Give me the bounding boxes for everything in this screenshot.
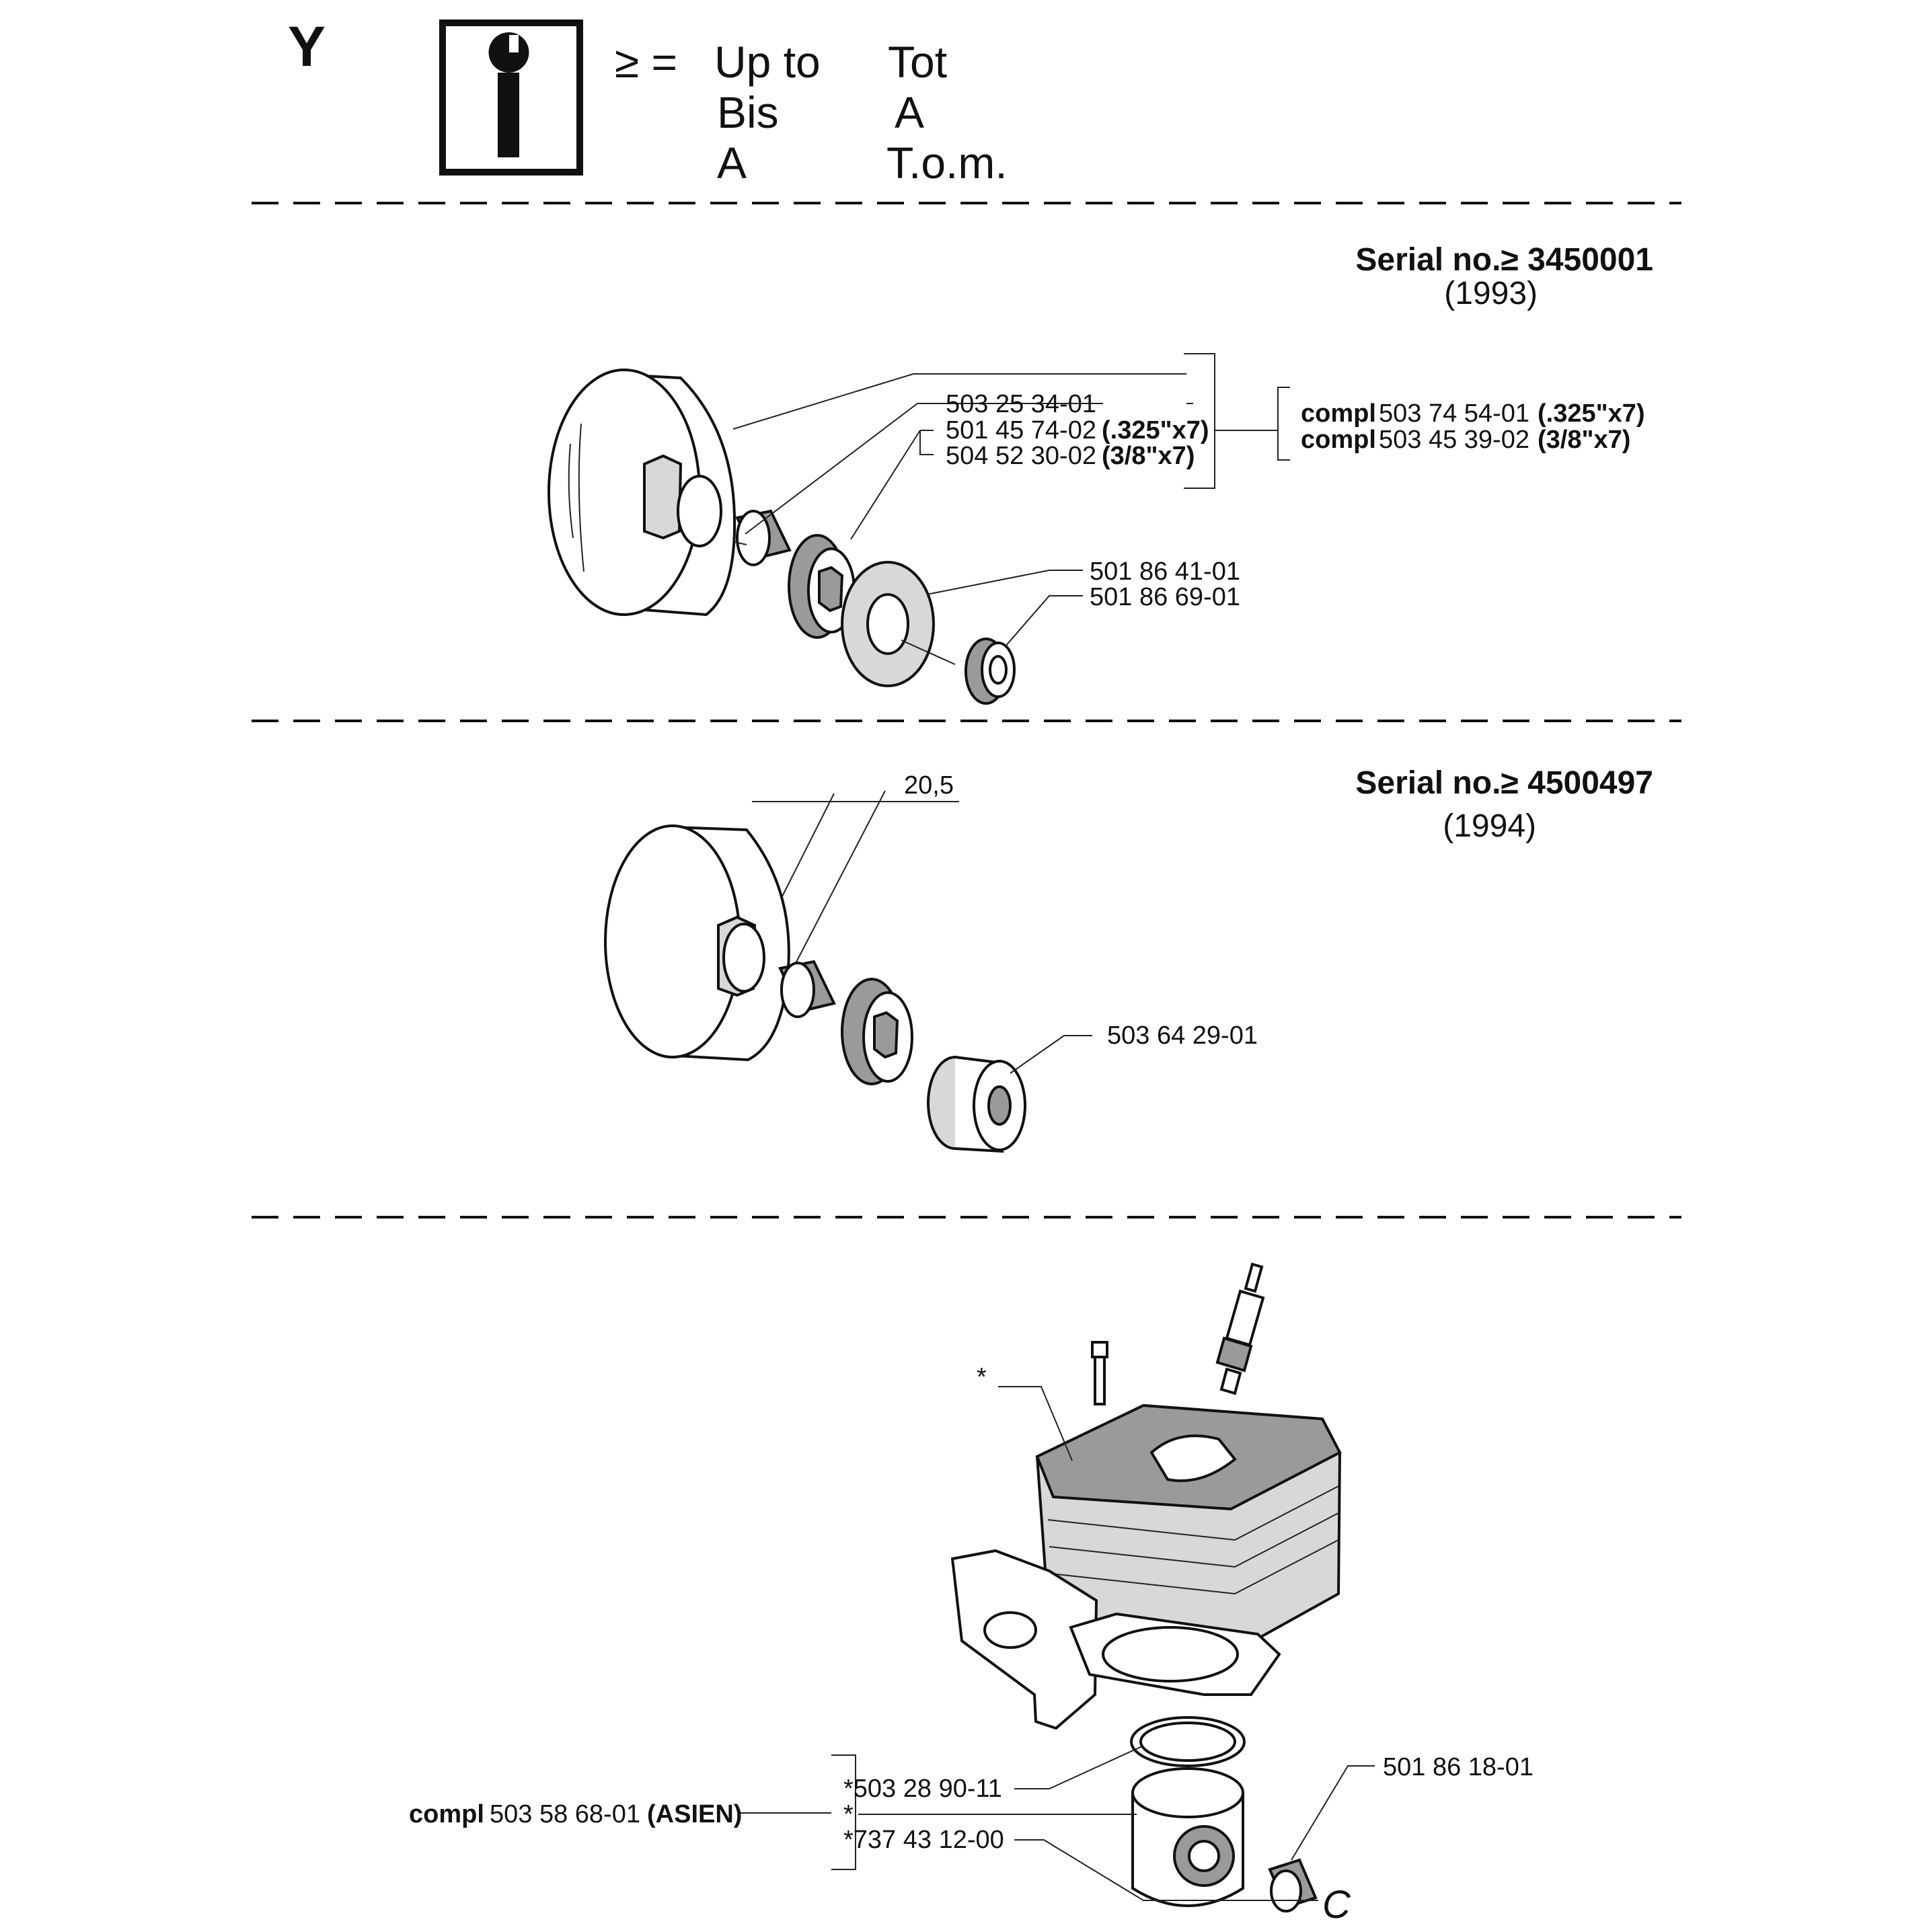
legend-symbol: ≥ =: [615, 37, 677, 87]
needle-bearing-2: [778, 960, 836, 1018]
compl-code-503-58-68-01: 503 58 68-01: [490, 1800, 640, 1828]
piston: [1131, 1767, 1244, 1907]
legend-left-2: Bis: [717, 87, 779, 137]
bracket-parts-1: [1184, 353, 1215, 489]
compl-suffix-38x7: (3/8"x7): [1538, 426, 1630, 454]
bracket-compl-1: [1277, 387, 1290, 461]
compl-code-503-74-54-01: 503 74 54-01: [1379, 399, 1529, 428]
leader-bearing-1: [745, 403, 1103, 535]
compl-prefix-2: compl: [1301, 426, 1376, 454]
serial-year-2: (1994): [1443, 808, 1536, 844]
leader-hub-2: [1010, 1035, 1092, 1074]
nut-1: [965, 637, 1016, 705]
part-code-504-52-30-02: 504 52 30-02: [946, 442, 1096, 470]
section-letter: Y: [288, 15, 326, 78]
needle-bearing-1: [735, 509, 792, 566]
part-code-501-45-74-02: 501 45 74-02: [946, 416, 1096, 445]
leader-bearing-3: [1291, 1765, 1375, 1861]
cylinder-base-gasket: [1069, 1612, 1281, 1696]
cylinder: [1035, 1403, 1342, 1650]
leader-piston-ring: [1014, 1745, 1144, 1789]
leader-clip: [1014, 1839, 1318, 1901]
rim-sprocket-2: [841, 978, 913, 1085]
rim-sprocket-1: [788, 534, 856, 639]
part-code-501-86-18-01: 501 86 18-01: [1383, 1753, 1534, 1781]
spark-plug: [1215, 1262, 1265, 1395]
part-suffix-325x7: (.325"x7): [1102, 416, 1209, 445]
circlip-mark: C: [1322, 1883, 1351, 1927]
part-suffix-38x7: (3/8"x7): [1102, 442, 1195, 470]
legend-right-2: A: [895, 87, 924, 137]
part-code-503-25-34-01: 503 25 34-01: [946, 390, 1096, 418]
serial-number-1: Serial no.≥ 3450001: [1355, 242, 1653, 278]
star-marker-piston: *: [843, 1800, 854, 1828]
star-marker-top: *: [977, 1363, 987, 1391]
washer-1: [841, 561, 935, 687]
dimension-20-5: 20,5: [904, 771, 954, 800]
bracket-piston-parts: [831, 1754, 856, 1870]
legend-left-3: A: [717, 138, 747, 188]
clutch-drum-2: [604, 824, 790, 1062]
legend-left-1: Up to: [714, 37, 821, 87]
compl-code-503-45-39-02: 503 45 39-02: [1379, 426, 1529, 454]
leader-nut-1: [1004, 595, 1083, 648]
leader-drum-1: [732, 373, 1186, 430]
serial-year-1: (1993): [1444, 276, 1538, 311]
part-code-503-64-29-01: 503 64 29-01: [1107, 1021, 1258, 1050]
leader-sprocket-1: [850, 430, 921, 540]
compl-prefix-1: compl: [1301, 399, 1376, 428]
clutch-drum-1: [547, 369, 736, 617]
cylinder-screw: [1091, 1341, 1108, 1405]
leader-sprocket-1-fork: [919, 430, 934, 455]
part-code-501-86-41-01: 501 86 41-01: [1090, 557, 1240, 586]
compl-suffix-325x7: (.325"x7): [1538, 399, 1645, 428]
legend-right-1: Tot: [888, 37, 947, 87]
leader-cylinder: [998, 1386, 1073, 1461]
needle-bearing-3: [1268, 1858, 1318, 1912]
exhaust-gasket: [950, 1549, 1098, 1730]
piston-ring: [1130, 1716, 1246, 1767]
serial-number-2: Serial no.≥ 4500497: [1355, 765, 1653, 801]
compl-prefix-piston: compl: [409, 1800, 484, 1828]
clutch-hub-nut-2: [927, 1056, 1026, 1153]
compl-suffix-asien: (ASIEN): [647, 1800, 742, 1828]
info-wrench-icon: [439, 20, 583, 176]
shaft-axis-line-1: [734, 541, 956, 665]
part-code-737-43-12-00: *737 43 12-00: [843, 1826, 1004, 1854]
leader-washer-1: [926, 570, 1083, 595]
part-code-501-86-69-01: 501 86 69-01: [1090, 583, 1240, 611]
legend-right-3: T.o.m.: [886, 138, 1008, 188]
part-code-503-28-90-11: *503 28 90-11: [843, 1775, 1002, 1803]
